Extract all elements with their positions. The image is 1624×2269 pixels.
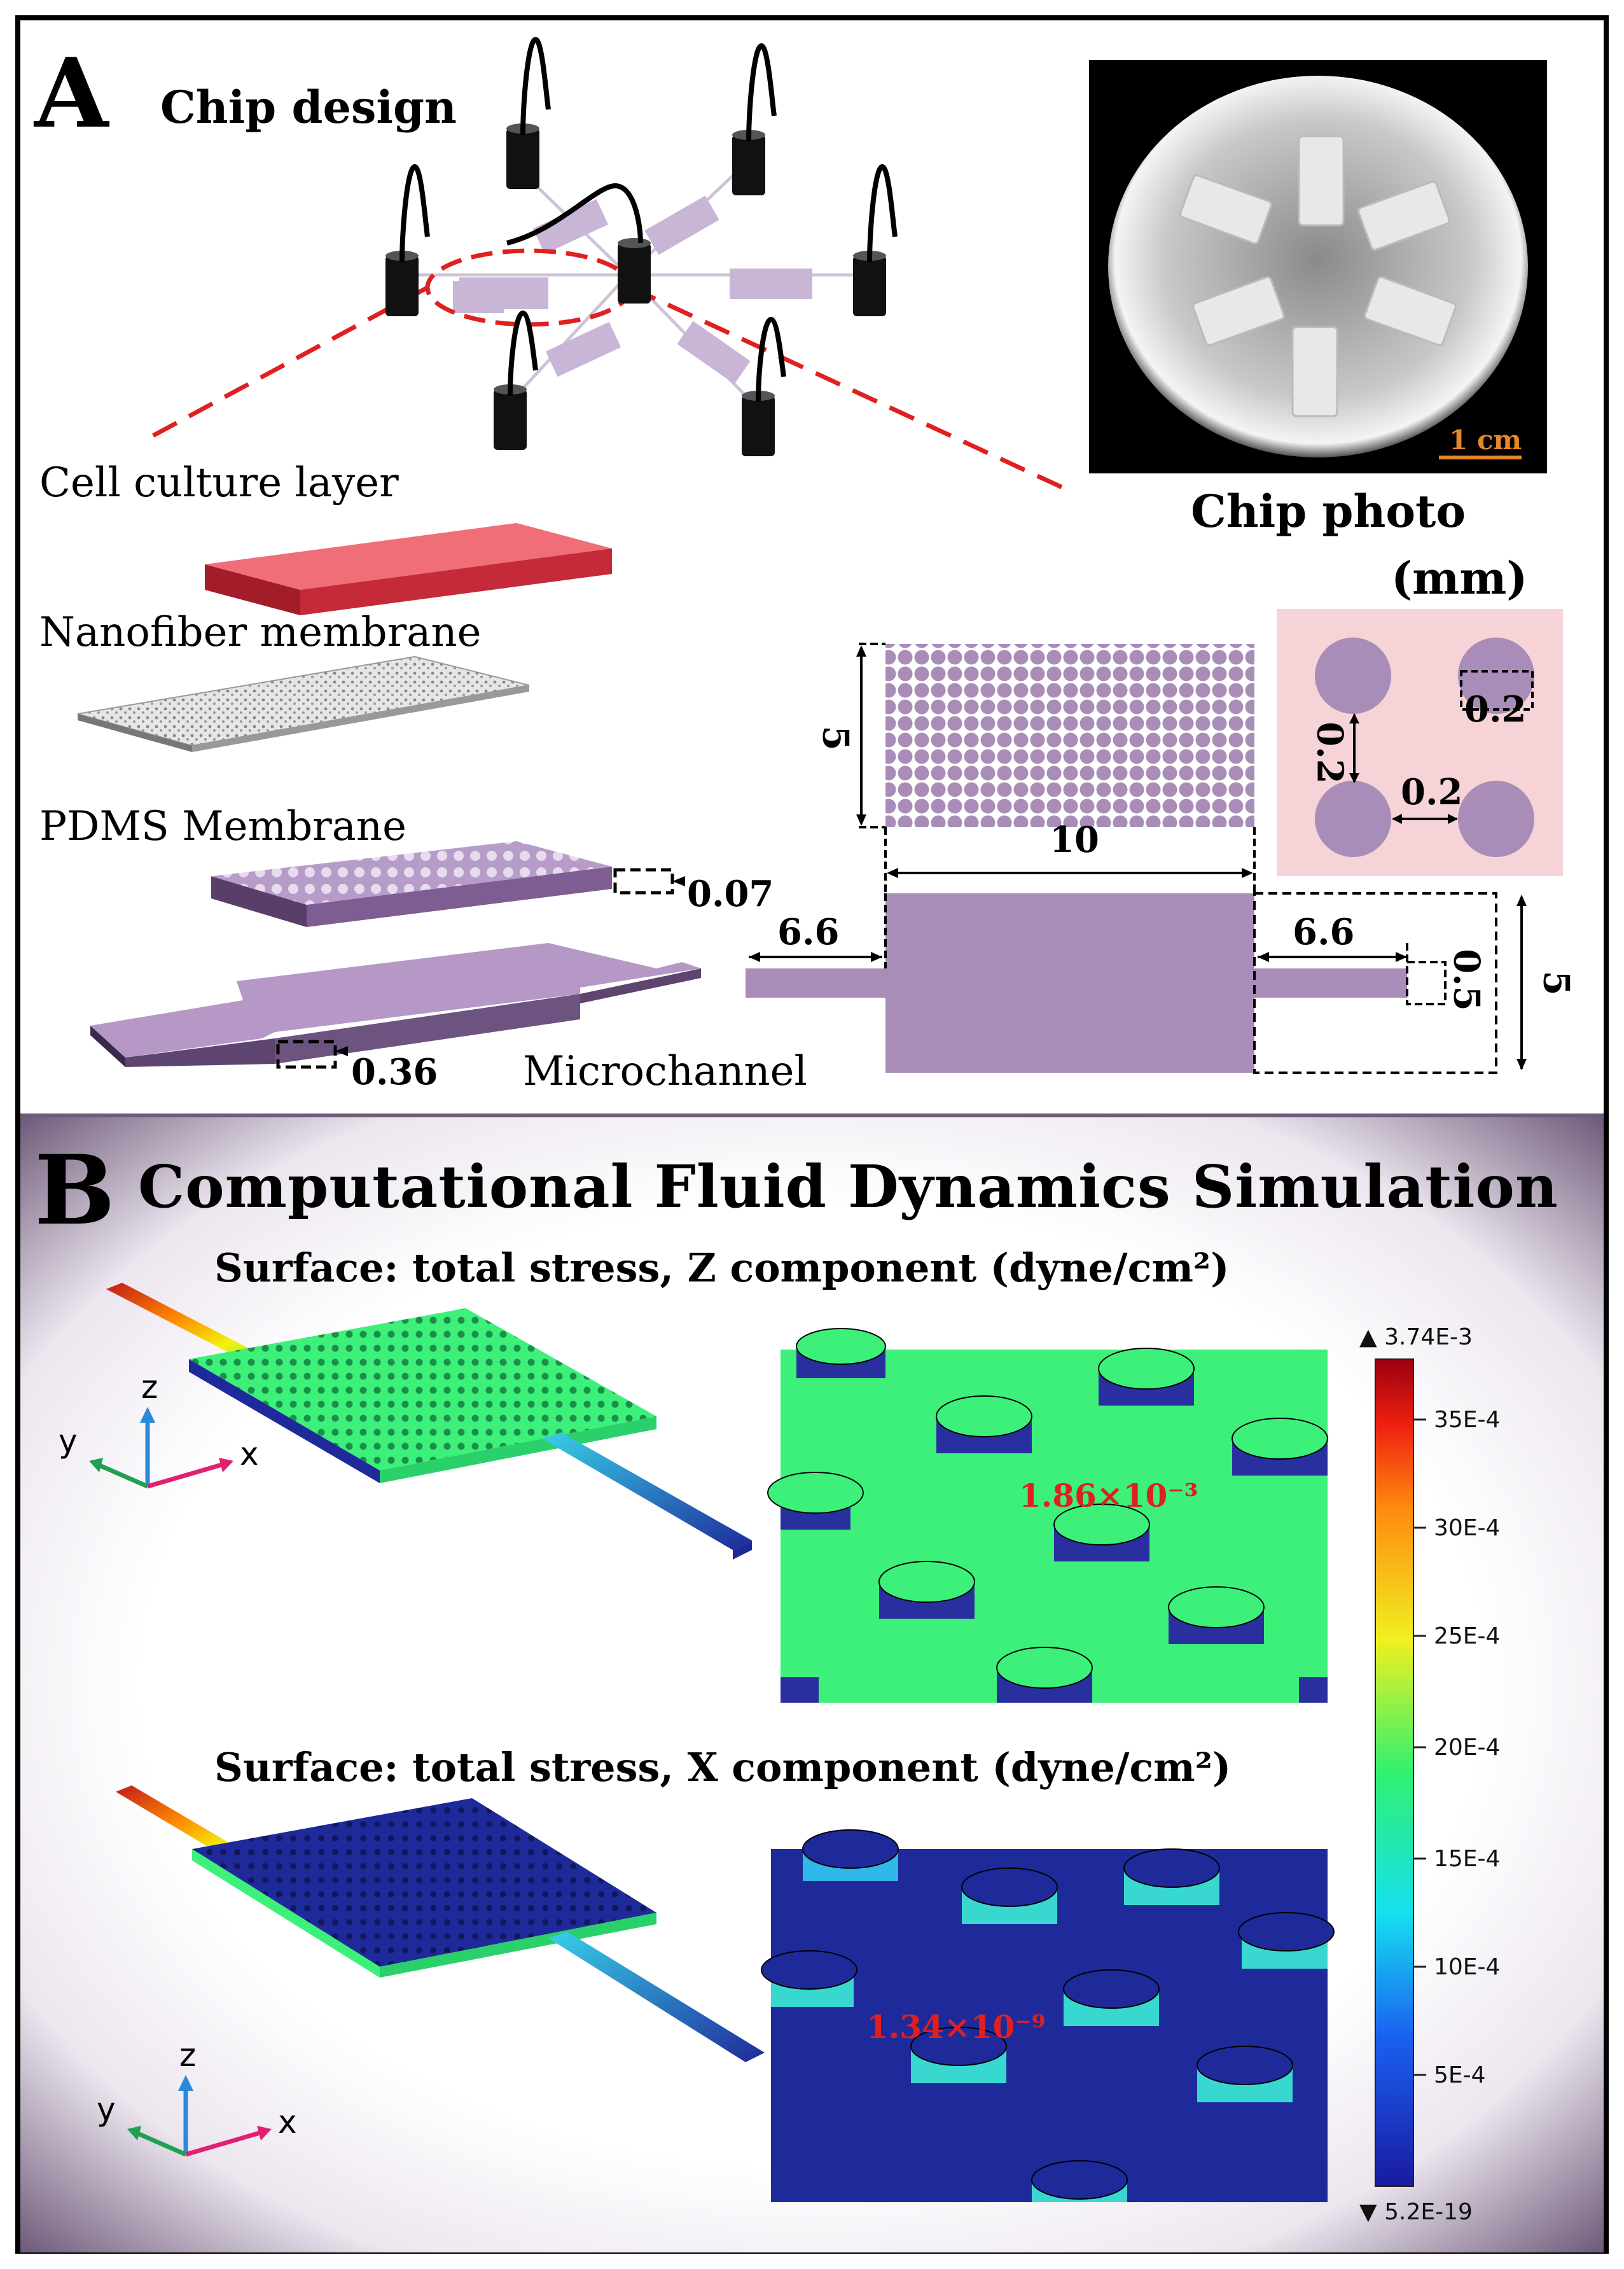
nanofiber-membrane (77, 655, 530, 752)
colorbar (1375, 1358, 1414, 2187)
colorbar-min-label: ▼ 5.2E-19 (1359, 2199, 1473, 2225)
microchannel-label: Microchannel (523, 1048, 807, 1095)
nanofiber-membrane-label: Nanofiber membrane (39, 609, 482, 656)
axis-label-y-top: y (59, 1423, 78, 1460)
colorbar-tick-label: 15E-4 (1434, 1846, 1501, 1872)
x-stress-title: Surface: total stress, X component (dyne… (214, 1744, 1232, 1791)
dim-inlet-length-right: 6.6 (1293, 911, 1355, 953)
units-label: (mm) (1391, 552, 1528, 604)
x-stress-zoom-view (761, 1829, 1335, 2202)
panel-b: B Computational Fluid Dynamics Simulatio… (20, 1114, 1604, 2252)
z-stress-zoom-view (767, 1328, 1328, 1703)
panel-b-letter: B (34, 1134, 115, 1246)
colorbar-tick-label: 20E-4 (1434, 1735, 1501, 1761)
microchannel-slab (90, 943, 701, 1067)
pdms-membrane-label: PDMS Membrane (39, 803, 406, 850)
z-stress-title: Surface: total stress, Z component (dyne… (214, 1245, 1230, 1291)
panel-a: A Chip design (20, 20, 1604, 1114)
dim-inlet-width: 0.5 (1445, 949, 1488, 1011)
pdms-membrane-slab (211, 841, 612, 927)
x-stress-chip-model (116, 1785, 765, 2062)
pillar-array-topview (885, 644, 1254, 827)
dim-pdms-thickness: 0.07 (687, 873, 774, 915)
colorbar-tick-label: 30E-4 (1434, 1515, 1501, 1541)
chip-photo: 1 cm (1089, 60, 1547, 473)
dim-array-height: 5 (814, 725, 857, 751)
axis-label-x-bottom: x (278, 2104, 297, 2140)
cell-culture-slab (205, 523, 612, 615)
scale-bar-label: 1 cm (1449, 424, 1522, 456)
figure-frame: A Chip design (15, 15, 1609, 2254)
colorbar-max-label: ▲ 3.74E-3 (1359, 1324, 1473, 1350)
axis-label-x-top: x (240, 1435, 259, 1472)
axis-label-z-top: z (141, 1369, 158, 1406)
panel-a-letter: A (34, 38, 109, 150)
z-stress-chip-model (106, 1283, 752, 1560)
z-stress-value: 1.86×10⁻³ (1019, 1477, 1198, 1514)
dim-pillar-gap-vertical: 0.2 (1308, 722, 1351, 784)
dim-chamber-width: 5 (1535, 970, 1578, 996)
dim-inlet-length-left: 6.6 (777, 911, 840, 953)
axis-label-y-bottom: y (97, 2091, 116, 2128)
dim-chamber-length: 10 (1050, 819, 1099, 861)
dim-pillar-diameter: 0.2 (1464, 688, 1527, 730)
reservoir-icons (385, 36, 898, 456)
chip-photo-label: Chip photo (1191, 485, 1466, 538)
axis-triad-z (89, 1407, 233, 1489)
cfd-simulation-graphics (89, 1283, 1426, 2202)
dim-pillar-gap-horizontal: 0.2 (1401, 771, 1463, 813)
cfd-title: Computational Fluid Dynamics Simulation (138, 1152, 1558, 1221)
chip-design-label: Chip design (160, 81, 457, 134)
axis-triad-x (127, 2075, 272, 2157)
scale-bar (1439, 456, 1522, 459)
pillar-spacing-inset (1277, 609, 1563, 876)
chamber-topview (885, 893, 1254, 1073)
colorbar-tick-label: 25E-4 (1434, 1623, 1501, 1649)
colorbar-tick-label: 10E-4 (1434, 1954, 1501, 1980)
colorbar-tick-label: 5E-4 (1434, 2062, 1486, 2088)
cell-culture-layer-label: Cell culture layer (39, 459, 399, 506)
dim-channel-thickness: 0.36 (351, 1051, 438, 1093)
colorbar-tick-label: 35E-4 (1434, 1407, 1501, 1433)
x-stress-value: 1.34×10⁻⁹ (866, 2008, 1046, 2046)
chip-design-schematic (77, 36, 1527, 1074)
axis-label-z-bottom: z (179, 2037, 197, 2074)
